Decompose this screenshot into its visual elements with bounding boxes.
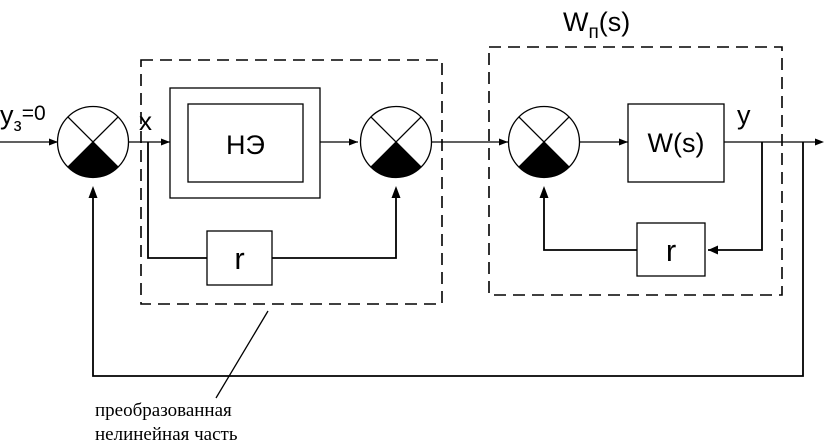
- caption-line-2: нелинейная часть: [95, 424, 238, 445]
- arrowheads: [49, 138, 824, 255]
- caption-line-1: преобразованная: [95, 400, 232, 421]
- x-label: x: [139, 106, 152, 136]
- summing-junction-3: [507, 105, 581, 179]
- r-block-left-label: r: [234, 241, 244, 276]
- r-block-left: r: [206, 230, 273, 286]
- y-label: y: [737, 100, 751, 130]
- r-block-right-label: r: [666, 233, 676, 268]
- plant-transfer-label: Wп(s): [563, 7, 630, 43]
- nonlinear-part-group: [140, 59, 443, 305]
- ne-block-label: НЭ: [226, 130, 265, 160]
- summing-junction-1: [56, 105, 130, 179]
- w-block: W(s): [627, 103, 725, 183]
- summing-junction-2: [359, 105, 433, 179]
- input-label: yз=0: [0, 100, 46, 135]
- r-block-right: r: [636, 222, 706, 277]
- nonlinear-element-block: НЭ: [169, 87, 321, 199]
- plant-group: [488, 46, 783, 296]
- signal-lines: [0, 141, 820, 399]
- w-block-label: W(s): [648, 128, 705, 158]
